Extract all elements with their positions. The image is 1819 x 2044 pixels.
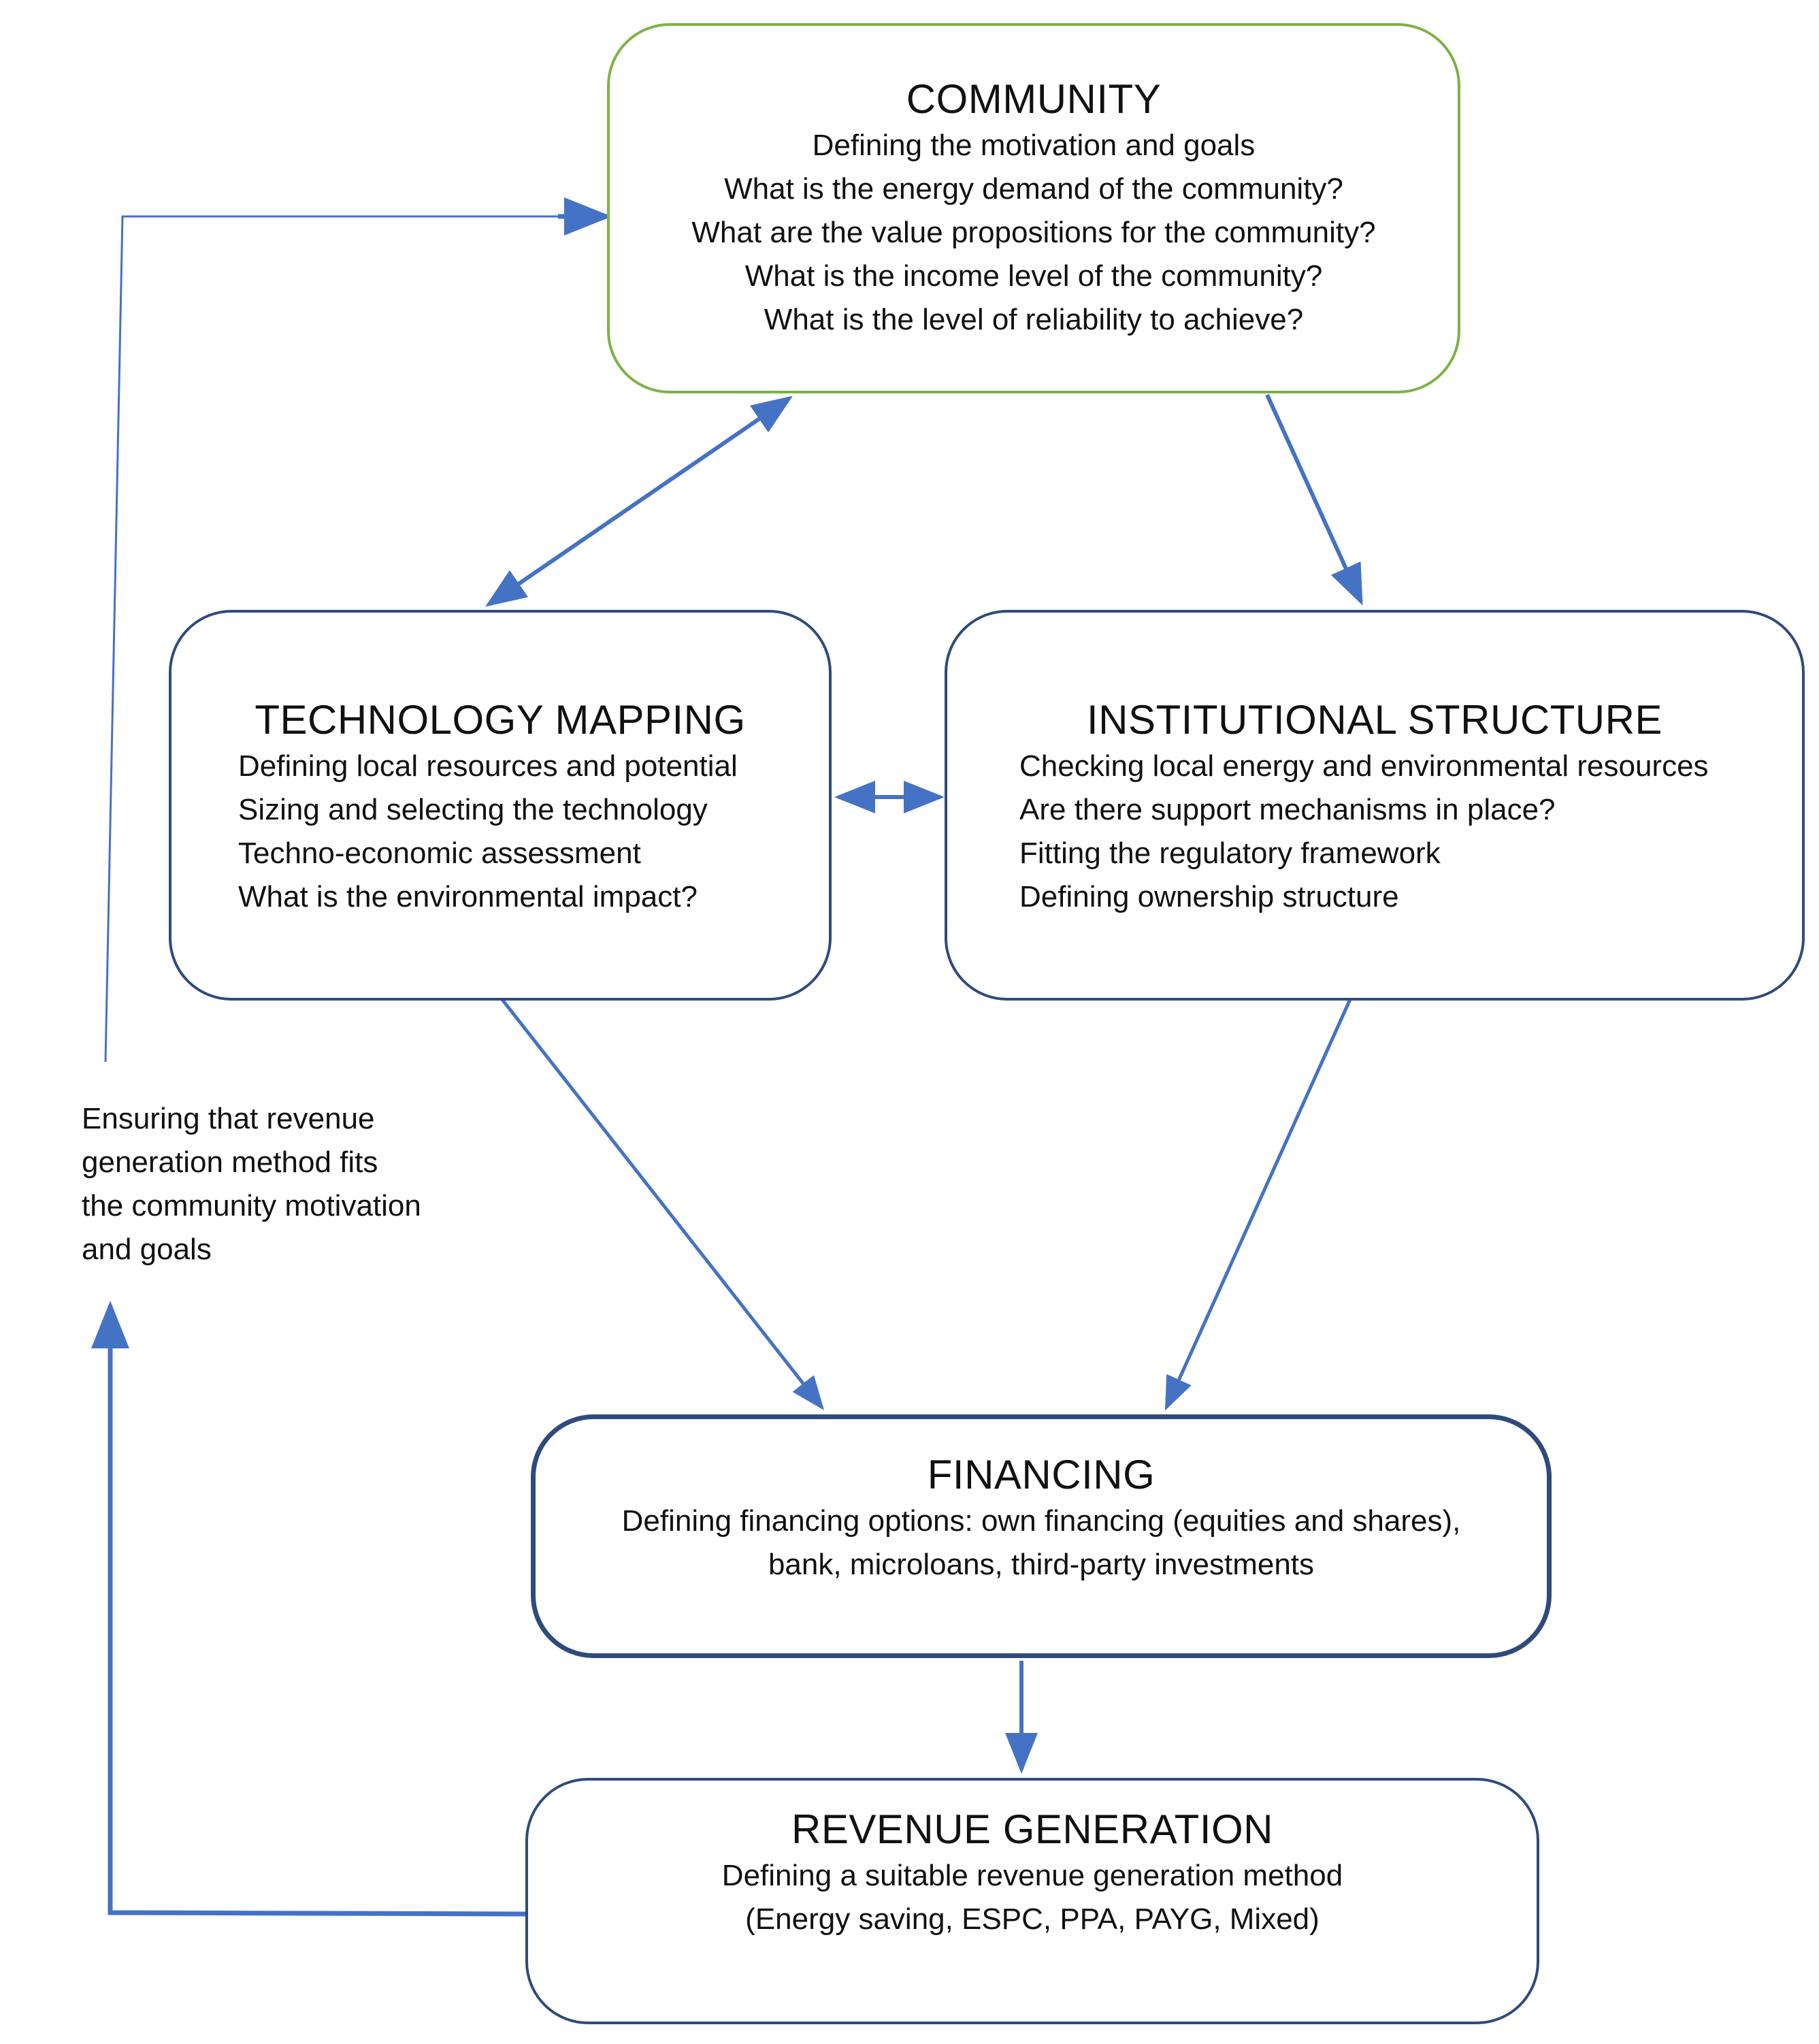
technology-mapping-line: Defining local resources and potential — [238, 749, 738, 783]
technology-mapping-line: Techno-economic assessment — [238, 837, 641, 870]
arrow-institutional-financing — [1164, 996, 1353, 1411]
community-line: What is the level of reliability to achi… — [764, 303, 1304, 336]
technology-mapping-title: TECHNOLOGY MAPPING — [255, 697, 746, 743]
financing-line: bank, microloans, third-party investment… — [768, 1548, 1315, 1581]
financing-box: FINANCING Defining financing options: ow… — [531, 1414, 1552, 1658]
community-box: COMMUNITY Defining the motivation and go… — [607, 23, 1460, 393]
institutional-structure-title: INSTITUTIONAL STRUCTURE — [1087, 697, 1662, 743]
technology-mapping-line: Sizing and selecting the technology — [238, 793, 708, 826]
revenue-generation-title: REVENUE GENERATION — [791, 1806, 1273, 1852]
community-line: What is the energy demand of the communi… — [724, 172, 1343, 206]
community-line: What is the income level of the communit… — [744, 259, 1323, 293]
feedback-note-line: generation method fits — [82, 1146, 378, 1179]
feedback-note-line: Ensuring that revenue — [82, 1102, 375, 1135]
arrow-feedback-community — [104, 215, 606, 1062]
revenue-generation-line: (Energy saving, ESPC, PPA, PAYG, Mixed) — [745, 1902, 1320, 1936]
community-line: What are the value propositions for the … — [691, 216, 1376, 249]
community-line: Defining the motivation and goals — [812, 129, 1256, 162]
technology-mapping-line: What is the environmental impact? — [238, 880, 698, 913]
feedback-note-line: the community motivation — [82, 1189, 421, 1222]
community-title: COMMUNITY — [906, 76, 1162, 122]
financing-title: FINANCING — [927, 1452, 1156, 1497]
feedback-note-line: and goals — [82, 1233, 212, 1266]
arrow-community-technology — [485, 395, 793, 607]
arrow-technology-financing — [499, 996, 825, 1410]
institutional-structure-box: INSTITUTIONAL STRUCTURE Checking local e… — [945, 610, 1805, 1001]
institutional-structure-line: Fitting the regulatory framework — [1019, 837, 1441, 870]
arrow-revenue-feedback — [91, 1301, 526, 1917]
institutional-structure-line: Defining ownership structure — [1019, 880, 1399, 913]
financing-line: Defining financing options: own financin… — [621, 1504, 1461, 1538]
arrow-community-institutional — [1265, 393, 1363, 606]
revenue-generation-line: Defining a suitable revenue generation m… — [721, 1859, 1343, 1892]
technology-mapping-box: TECHNOLOGY MAPPING Defining local resour… — [169, 610, 832, 1001]
institutional-structure-line: Checking local energy and environmental … — [1019, 749, 1709, 783]
feedback-note: Ensuring that revenue generation method … — [82, 1097, 517, 1271]
revenue-generation-box: REVENUE GENERATION Defining a suitable r… — [525, 1778, 1539, 2024]
institutional-structure-line: Are there support mechanisms in place? — [1019, 793, 1556, 826]
